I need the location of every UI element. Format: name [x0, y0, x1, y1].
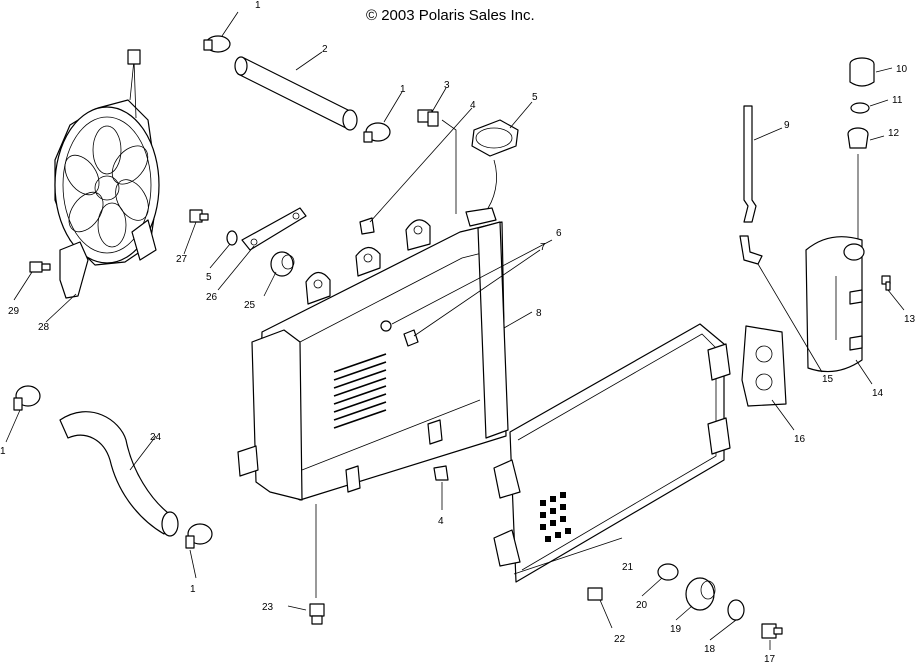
radiator — [237, 207, 509, 501]
callout-23: 23 — [262, 602, 274, 613]
callout-19: 19 — [670, 624, 682, 635]
cap-10 — [849, 57, 875, 87]
bolt-29 — [29, 261, 51, 273]
lower-hose-24 — [59, 411, 173, 535]
callout-2: 2 — [322, 44, 328, 55]
callout-29: 29 — [8, 306, 20, 317]
callout-22: 22 — [614, 634, 626, 645]
callout-1: 1 — [190, 584, 196, 595]
radiator-cap-5 — [471, 119, 519, 157]
fan-shroud-21 — [493, 323, 731, 583]
callout-1: 1 — [255, 0, 261, 11]
sensor-3 — [417, 109, 439, 127]
callout-9: 9 — [784, 120, 790, 131]
washer-18 — [727, 599, 745, 621]
callout-15: 15 — [822, 374, 834, 385]
overflow-bottle-14 — [805, 236, 865, 373]
callout-8: 8 — [536, 308, 542, 319]
spacer-20 — [657, 563, 679, 581]
callout-5: 5 — [532, 92, 538, 103]
callout-3: 3 — [444, 80, 450, 91]
sensor-23 — [309, 603, 325, 625]
vent-tube-9 — [743, 105, 757, 223]
callout-18: 18 — [704, 644, 716, 655]
callout-16: 16 — [794, 434, 806, 445]
callout-13: 13 — [904, 314, 916, 325]
oring-11 — [850, 102, 870, 114]
callout-4: 4 — [438, 516, 444, 527]
callout-25: 25 — [244, 300, 256, 311]
callout-21: 21 — [622, 562, 634, 573]
bolt-27 — [189, 209, 209, 223]
bolt-17 — [761, 623, 783, 639]
callout-4: 4 — [470, 100, 476, 111]
bracket-16 — [741, 325, 787, 407]
callout-1: 1 — [400, 84, 406, 95]
bracket-26 — [241, 207, 307, 251]
callout-17: 17 — [764, 654, 776, 663]
callout-10: 10 — [896, 64, 908, 75]
hose-clamp-1-top — [203, 35, 231, 53]
bolt-13 — [881, 275, 891, 291]
callout-27: 27 — [176, 254, 188, 265]
fitting-15 — [739, 235, 763, 265]
hose-clamp-1-mid — [363, 122, 391, 143]
callout-24: 24 — [150, 432, 162, 443]
callout-11: 11 — [892, 95, 903, 106]
callout-28: 28 — [38, 322, 50, 333]
callout-5: 5 — [206, 272, 212, 283]
hose-clamp-1-left — [13, 385, 41, 411]
grommet-19 — [685, 577, 716, 611]
washer-5 — [226, 230, 238, 246]
callout-1: 1 — [0, 446, 6, 457]
copyright-text: © 2003 Polaris Sales Inc. — [366, 7, 535, 24]
neck-12 — [847, 127, 869, 149]
callout-26: 26 — [206, 292, 218, 303]
clip-4-bottom — [433, 465, 449, 481]
bolt-22 — [587, 587, 603, 601]
grommet-25 — [270, 251, 295, 277]
hose-clamp-1-bottom — [185, 523, 213, 549]
fan-assembly — [54, 49, 160, 299]
callout-7: 7 — [540, 242, 546, 253]
callout-6: 6 — [556, 228, 562, 239]
callout-12: 12 — [888, 128, 900, 139]
upper-hose-2 — [237, 57, 353, 129]
callout-14: 14 — [872, 388, 884, 399]
leader-lines — [5, 11, 905, 650]
callout-20: 20 — [636, 600, 648, 611]
